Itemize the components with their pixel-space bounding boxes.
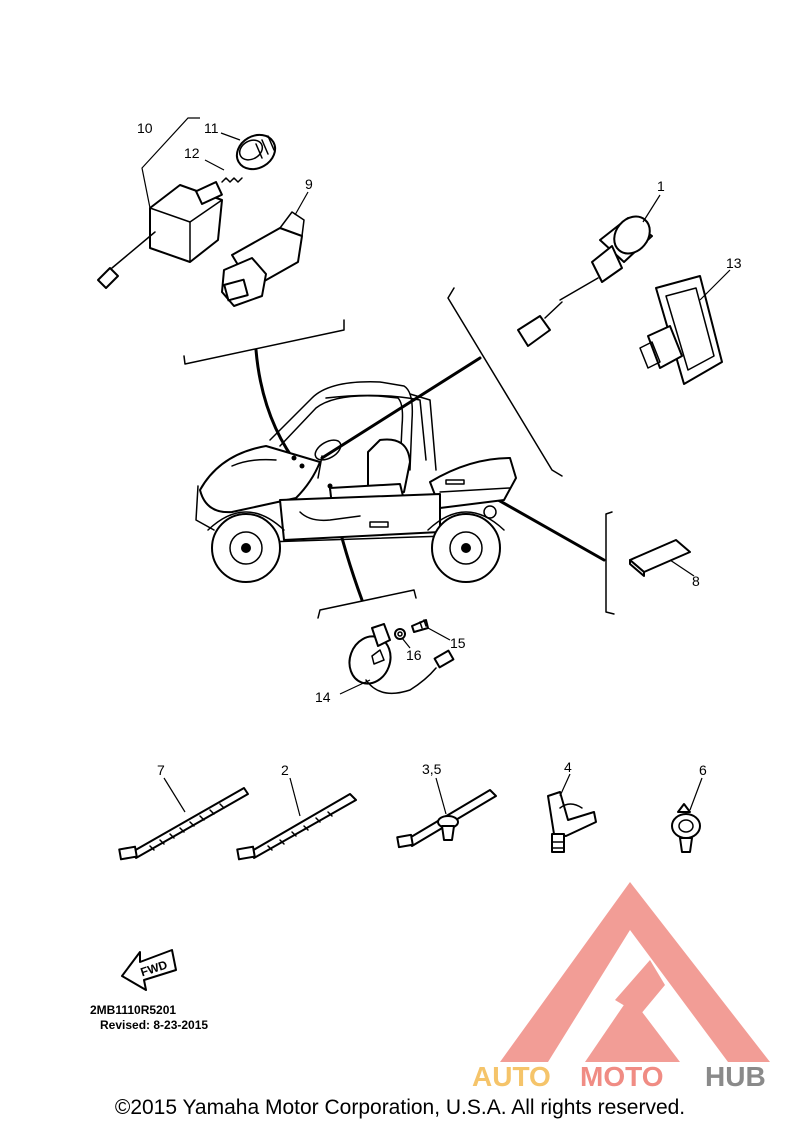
callout-9: 9 — [305, 176, 313, 192]
watermark-hub: HUB — [705, 1061, 766, 1092]
callout-7: 7 — [157, 762, 165, 778]
part-1-socket — [517, 215, 653, 347]
part-12-spring — [221, 177, 243, 183]
watermark-triangle-icon — [500, 882, 770, 1062]
part-8-pad — [629, 539, 691, 577]
revised-date: Revised: 8-23-2015 — [100, 1018, 208, 1032]
part-13-panel — [639, 275, 723, 385]
callout-10: 10 — [137, 120, 153, 136]
callout-12: 12 — [184, 145, 200, 161]
part-10-switch-assembly — [97, 181, 223, 289]
callout-14: 14 — [315, 689, 331, 705]
part-7-cable-tie — [118, 787, 249, 861]
callout-4: 4 — [564, 759, 572, 775]
callout-16: 16 — [406, 647, 422, 663]
part-6-clip — [671, 803, 701, 853]
watermark-logo — [500, 882, 770, 1062]
diagram-code: 2MB1110R5201 — [90, 1003, 176, 1017]
part-2-cable-tie — [236, 793, 357, 861]
part-9-switch — [221, 211, 305, 307]
callout-1: 1 — [657, 178, 665, 194]
part-3-5-cable-tie-clip — [396, 789, 497, 849]
part-4-clamp — [547, 791, 597, 853]
part-15-bolt — [411, 619, 429, 633]
callout-2: 2 — [281, 762, 289, 778]
copyright-notice: ©2015 Yamaha Motor Corporation, U.S.A. A… — [114, 1096, 686, 1119]
callout-3-5: 3,5 — [422, 761, 442, 777]
vehicle-illustration — [195, 381, 517, 583]
callout-11: 11 — [204, 120, 219, 136]
callout-6: 6 — [699, 762, 707, 778]
callout-8: 8 — [692, 573, 700, 589]
watermark-inner-shape — [585, 996, 680, 1062]
fwd-arrow-icon: FWD — [121, 949, 177, 991]
part-14-sensor — [348, 623, 455, 695]
watermark-auto: AUTO — [472, 1061, 551, 1092]
callout-15: 15 — [450, 635, 466, 651]
callout-13: 13 — [726, 255, 742, 271]
watermark-moto: MOTO — [580, 1061, 663, 1092]
part-16-washer — [394, 628, 406, 640]
part-11-knob — [235, 133, 277, 171]
